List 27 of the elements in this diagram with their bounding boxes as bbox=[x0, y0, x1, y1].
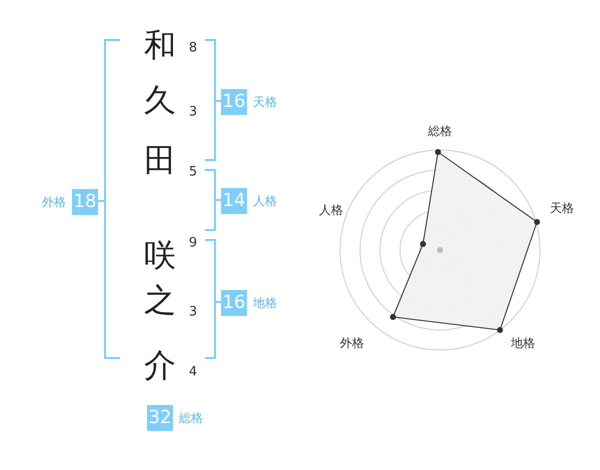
name-character: 和 bbox=[144, 29, 176, 61]
score-badge: 32 bbox=[147, 405, 173, 431]
badge-caption: 人格 bbox=[253, 195, 277, 207]
name-character: 田 bbox=[144, 144, 176, 176]
stroke-count: 3 bbox=[188, 106, 198, 118]
name-character: 之 bbox=[144, 284, 176, 316]
stroke-count: 3 bbox=[188, 306, 198, 318]
stroke-count: 5 bbox=[188, 166, 198, 178]
axis-label: 人格 bbox=[319, 204, 343, 216]
stroke-count: 4 bbox=[188, 366, 198, 378]
score-badge: 16 bbox=[221, 89, 247, 115]
name-character: 咲 bbox=[144, 239, 176, 271]
axis-label: 外格 bbox=[340, 337, 364, 349]
badge-caption: 天格 bbox=[253, 96, 277, 108]
badge-caption: 地格 bbox=[253, 297, 277, 309]
score-badge: 18 bbox=[72, 189, 98, 215]
axis-label: 総格 bbox=[428, 125, 452, 137]
badge-caption: 外格 bbox=[42, 196, 66, 208]
axis-label: 天格 bbox=[550, 202, 574, 214]
name-character: 久 bbox=[144, 84, 176, 116]
score-badge: 16 bbox=[221, 290, 247, 316]
stroke-count: 8 bbox=[188, 42, 198, 54]
score-badge: 14 bbox=[221, 188, 247, 214]
axis-label: 地格 bbox=[511, 337, 535, 349]
name-character: 介 bbox=[144, 349, 176, 381]
badge-caption: 総格 bbox=[179, 412, 203, 424]
stroke-count: 9 bbox=[188, 236, 198, 250]
